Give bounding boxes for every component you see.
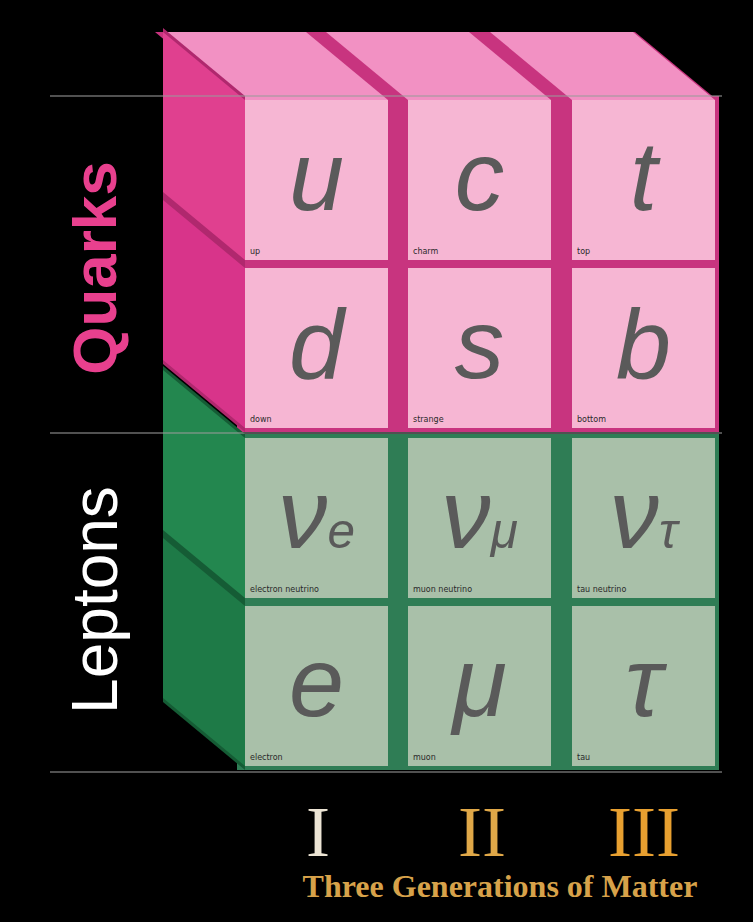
side-face [163,538,245,766]
particle-name: muon [413,753,436,762]
particle-name: tau neutrino [577,585,626,594]
particle-symbol: b [572,294,715,393]
particle-symbol: τ [572,632,715,731]
particle-symbol: νμ [408,464,551,563]
lepton-box: νμ muon neutrino [408,438,551,598]
particle-symbol: d [245,294,388,393]
lepton-box: μ muon [408,606,551,766]
particle-symbol: c [408,126,551,225]
quark-box: b bottom [572,268,715,428]
generation-number: II [458,796,506,868]
particle-name: electron neutrino [250,585,319,594]
particle-name: charm [413,247,438,256]
particle-symbol: t [572,126,715,225]
quark-grid-ground [237,96,719,432]
particle-symbol: s [408,294,551,393]
lepton-box: ντ tau neutrino [572,438,715,598]
top-face-ground [155,32,717,100]
generation-number: III [608,796,680,868]
quark-box: s strange [408,268,551,428]
quark-box: c charm [408,100,551,260]
lepton-box: e electron [245,606,388,766]
lepton-grid-ground [237,434,719,770]
particle-symbol: e [245,632,388,731]
particle-name: muon neutrino [413,585,472,594]
particle-symbol: μ [408,632,551,731]
side-face-ground [163,366,245,770]
rule-line [50,95,722,97]
particle-name: strange [413,415,444,424]
lepton-box: νe electron neutrino [245,438,388,598]
lepton-box: τ tau [572,606,715,766]
particle-name: bottom [577,415,606,424]
quark-box: d down [245,268,388,428]
particle-symbol: ντ [572,464,715,563]
particle-name: electron [250,753,283,762]
group-label: Quarks [64,161,126,375]
quark-box: t top [572,100,715,260]
particle-name: top [577,247,590,256]
particle-symbol: νe [245,464,388,563]
quark-box: u up [245,100,388,260]
particle-name: up [250,247,260,256]
top-face [490,32,715,100]
particle-name: down [250,415,272,424]
caption: Three Generations of Matter [303,870,698,902]
rule-line [50,432,722,434]
rule-line [50,771,722,773]
particle-symbol: u [245,126,388,225]
generation-number: I [306,796,330,868]
group-label: Leptons [63,486,127,714]
side-face-ground [163,28,245,432]
particle-name: tau [577,753,590,762]
